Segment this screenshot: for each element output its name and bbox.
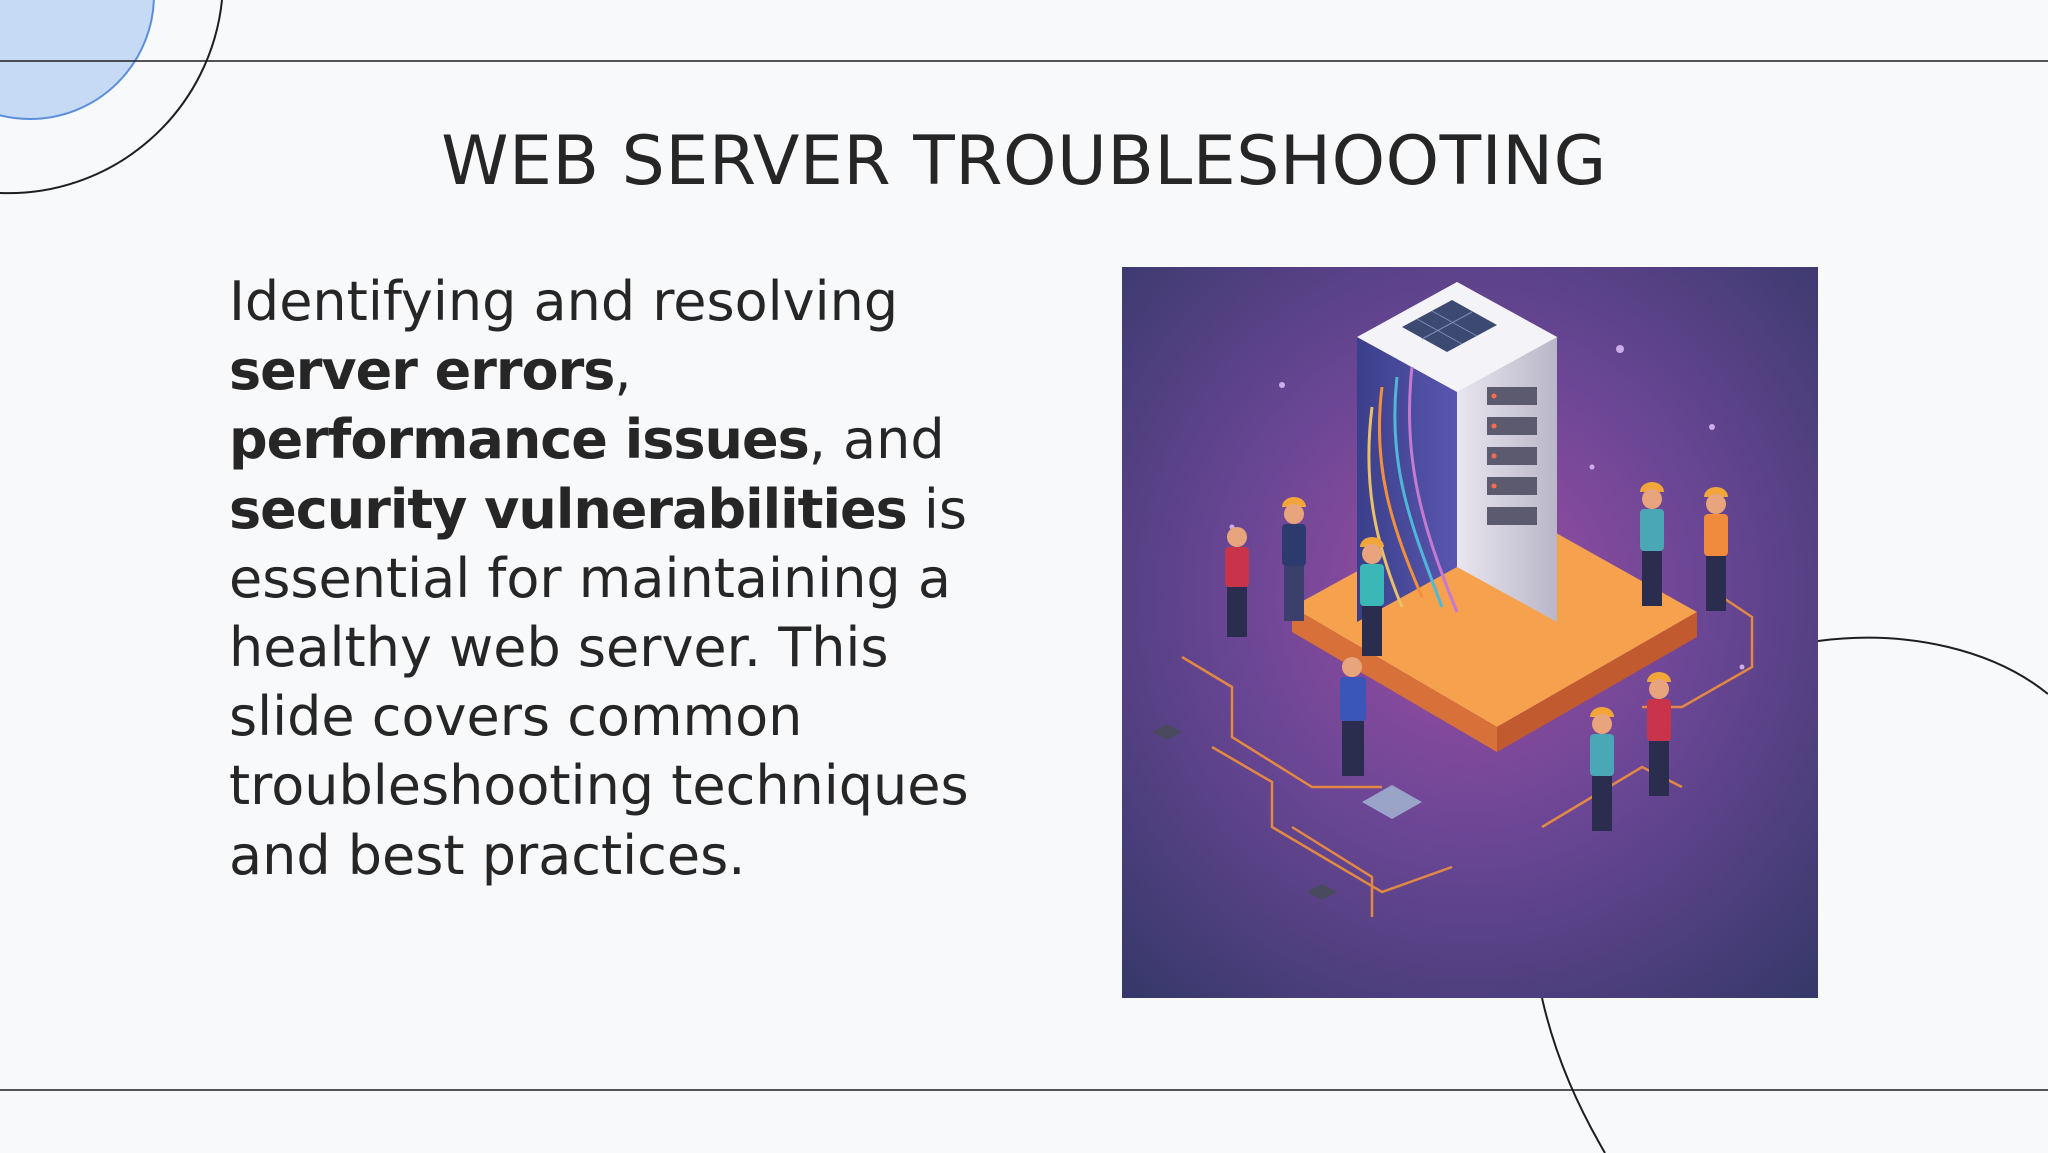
body-text-conjunction: , and bbox=[808, 408, 945, 472]
technician-5 bbox=[1640, 482, 1664, 606]
technician-7 bbox=[1590, 707, 1614, 831]
body-text-intro: Identifying and resolving bbox=[229, 270, 899, 333]
small-devices bbox=[1152, 724, 1422, 900]
circuit-traces bbox=[1181, 595, 1754, 917]
server-rack-units bbox=[1487, 387, 1537, 525]
technician-3 bbox=[1360, 537, 1384, 656]
body-text-conclusion: is essential for maintaining a healthy w… bbox=[229, 477, 969, 887]
technician-6 bbox=[1704, 487, 1728, 611]
slide-body-text: Identifying and resolving server errors,… bbox=[229, 267, 969, 890]
glow-particles bbox=[1229, 345, 1745, 670]
body-text-emphasis-performance-issues: performance issues bbox=[229, 408, 810, 472]
technician-2 bbox=[1282, 497, 1306, 621]
technician-8 bbox=[1647, 672, 1671, 796]
platform-right-side bbox=[1497, 612, 1697, 752]
right-arc bbox=[1817, 636, 2048, 695]
accent-circle-filled bbox=[0, 0, 155, 120]
platform-left-side bbox=[1292, 607, 1497, 752]
isometric-server-illustration bbox=[1122, 267, 1818, 998]
technician-4 bbox=[1340, 657, 1366, 776]
body-text-separator: , bbox=[614, 339, 632, 403]
solar-panel-grid bbox=[1416, 310, 1478, 345]
accent-circle-outline bbox=[0, 0, 223, 195]
slide-title: WEB SERVER TROUBLESHOOTING bbox=[441, 122, 1607, 201]
solar-panel-top bbox=[1402, 300, 1497, 352]
body-text-emphasis-security-vulnerabilities: security vulnerabilities bbox=[229, 477, 908, 541]
bottom-arc bbox=[1541, 997, 1606, 1153]
technician-1 bbox=[1225, 527, 1249, 637]
technician-figures bbox=[1225, 482, 1728, 831]
server-cables bbox=[1367, 366, 1459, 613]
body-text-emphasis-server-errors: server errors bbox=[229, 339, 615, 403]
server-status-lights bbox=[1491, 393, 1497, 489]
